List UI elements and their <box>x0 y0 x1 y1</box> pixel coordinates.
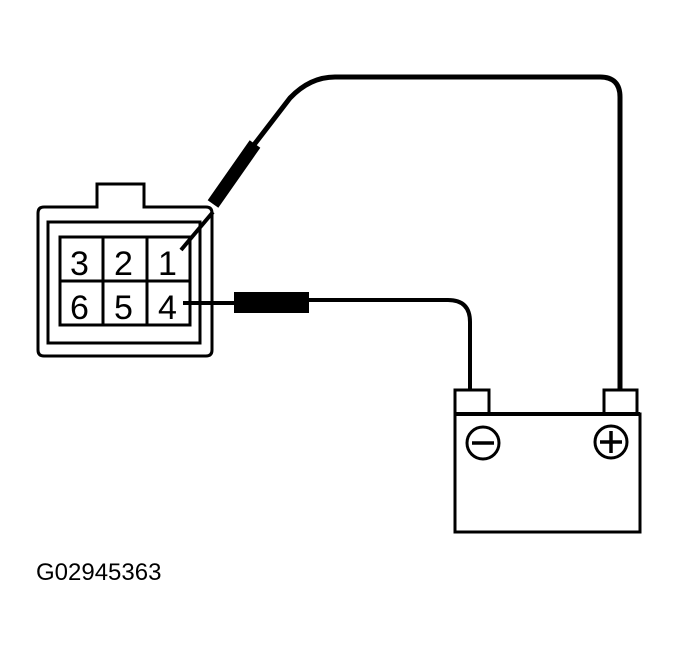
lead-pin4-to-negative <box>183 292 472 392</box>
wire-to-negative <box>309 298 472 392</box>
pin-label-6: 6 <box>70 289 89 327</box>
probe-sleeve-pin4 <box>234 292 309 313</box>
connector-pin-labels: 3 2 1 6 5 4 <box>70 245 177 327</box>
plus-icon <box>593 424 629 460</box>
pin-label-4: 4 <box>158 289 177 327</box>
connector <box>36 182 214 358</box>
pin-label-2: 2 <box>114 245 133 283</box>
probe-tip-pin1 <box>179 210 215 252</box>
pin-label-5: 5 <box>114 289 133 327</box>
probe-sleeve-pin1 <box>207 140 261 208</box>
battery-negative-terminal <box>453 388 491 416</box>
pin-label-1: 1 <box>158 245 177 283</box>
lead-pin1-to-positive <box>179 74 623 392</box>
minus-icon <box>465 425 501 461</box>
connector-inner-frame <box>46 220 202 345</box>
battery <box>453 388 642 534</box>
wire-to-positive <box>248 74 623 392</box>
pin-label-3: 3 <box>70 245 89 283</box>
battery-positive-terminal <box>602 388 639 416</box>
connector-housing-outline <box>36 182 214 358</box>
figure-code: G02945363 <box>36 559 162 586</box>
